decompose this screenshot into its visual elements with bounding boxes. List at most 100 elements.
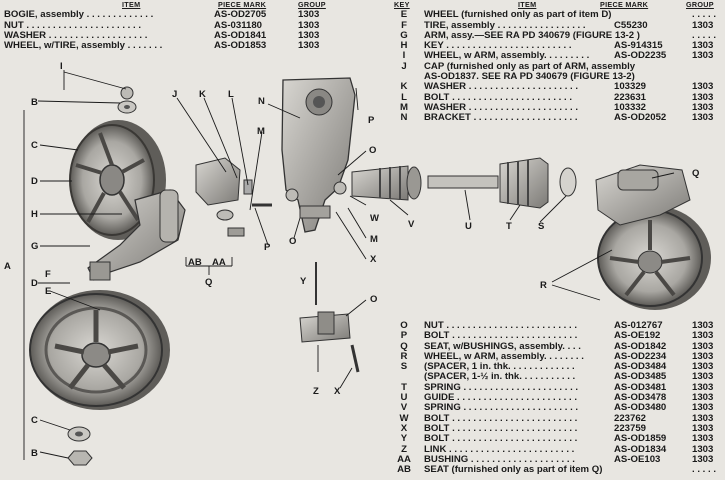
cell-piece-mark: AS-OD3478 — [614, 392, 667, 404]
table-row: W BOLT . . . . . . . . . . . . . . . . . … — [392, 412, 725, 424]
cell-piece-mark: 103332 — [614, 101, 647, 113]
cell-piece-mark: AS-OD2052 — [614, 112, 667, 124]
table-row: BOGIE, assembly . . . . . . . . . . . . … — [4, 9, 334, 21]
cell-piece-mark: AS-OE103 — [614, 453, 661, 465]
cell-item: SPRING . . . . . . . . . . . . . . . . .… — [424, 403, 579, 414]
cell-key: F — [401, 20, 407, 31]
cell-group: 1303 — [692, 50, 714, 62]
callout-Z: Z — [313, 386, 319, 397]
cell-group: 1303 — [692, 443, 714, 455]
cap-and-bolts — [195, 157, 272, 237]
cell-key: U — [400, 393, 408, 404]
cell-key: J — [401, 61, 407, 72]
cell-key: S — [400, 362, 408, 373]
callout-G: G — [31, 241, 38, 252]
cell-piece-mark: 223759 — [614, 422, 647, 434]
cell-item: WHEEL, w/TIRE, assembly . . . . . . . — [4, 41, 163, 52]
callout-O-lower: O — [370, 294, 377, 305]
callout-W: W — [370, 213, 379, 224]
cell-item: BOLT . . . . . . . . . . . . . . . . . .… — [424, 92, 573, 103]
callout-P: P — [264, 242, 271, 253]
callout-B-lower: B — [31, 448, 38, 459]
cell-key: K — [400, 82, 408, 93]
callout-AB: AB — [188, 257, 202, 268]
callout-M: M — [257, 126, 265, 137]
cell-key: V — [400, 403, 408, 414]
cell-key: R — [400, 351, 408, 362]
table-row: L BOLT . . . . . . . . . . . . . . . . . … — [392, 92, 725, 103]
callout-F: F — [45, 269, 51, 280]
cell-group: 1303 — [298, 9, 320, 21]
callout-O: O — [369, 145, 376, 156]
cell-item: SEAT (furnished only as part of item Q) — [424, 465, 603, 476]
cell-key: W — [399, 413, 409, 424]
header-group: GROUP — [298, 0, 326, 9]
callout-O-left: O — [289, 236, 296, 247]
callout-Y: Y — [300, 276, 307, 287]
cell-piece-mark: AS-OD2234 — [614, 350, 667, 362]
cell-item: BOLT . . . . . . . . . . . . . . . . . .… — [424, 434, 578, 445]
cell-piece-mark: AS-OD3485 — [614, 371, 667, 383]
callout-J: J — [172, 89, 177, 100]
cell-group: 1303 — [692, 412, 714, 424]
callout-T: T — [506, 221, 512, 232]
callout-L: L — [228, 89, 234, 100]
cell-key: M — [400, 102, 408, 113]
bottom-washers — [67, 426, 93, 466]
cell-item: WHEEL, w ARM, assembly. . . . . . . . — [424, 351, 584, 362]
header-group: GROUP — [686, 0, 714, 9]
cell-group: 1303 — [692, 40, 714, 52]
cell-item: SPRING . . . . . . . . . . . . . . . . .… — [424, 382, 579, 393]
cell-group: 1303 — [692, 330, 714, 342]
cell-key: AA — [397, 454, 411, 465]
cell-piece-mark: AS-031180 — [214, 19, 263, 31]
cell-group: . . . . . — [692, 9, 716, 21]
cell-piece-mark: AS-OD1841 — [214, 29, 267, 41]
cell-item: BOLT . . . . . . . . . . . . . . . . . .… — [424, 413, 578, 424]
callout-U: U — [465, 221, 472, 232]
cell-group: 1303 — [692, 112, 714, 124]
cell-piece-mark: AS-OD1842 — [614, 340, 667, 352]
cell-group: 1303 — [692, 361, 714, 373]
table-row: AS-OD1837. SEE RA PD 340679 (FIGURE 13-2… — [392, 72, 725, 82]
cell-piece-mark: AS-OD1853 — [214, 40, 267, 52]
cell-piece-mark: C55230 — [614, 19, 648, 31]
exploded-view-diagram: I B C D H G A F D E C B J K L N M P P O … — [4, 61, 711, 466]
cell-piece-mark: AS-012767 — [614, 320, 663, 331]
cell-group: 1303 — [692, 392, 714, 404]
callout-A: A — [4, 261, 11, 272]
cell-item: SEAT, w/BUSHINGS, assembly. . . . — [424, 341, 581, 352]
cell-piece-mark: AS-OD2705 — [214, 9, 267, 21]
cell-item: WHEEL (furnished only as part of item D) — [424, 10, 612, 21]
table-row: NUT . . . . . . . . . . . . . . . . . . … — [4, 19, 334, 31]
cell-key: Q — [400, 341, 408, 352]
cell-item: (SPACER, 1-½ in. thk. . . . . . . . . . … — [424, 372, 576, 383]
cell-key: Z — [401, 444, 407, 455]
table-header: ITEM PIECE MARK GROUP — [4, 0, 334, 10]
cell-key: L — [401, 92, 407, 103]
cell-group: 1303 — [692, 433, 714, 445]
header-piece-mark: PIECE MARK — [218, 0, 267, 9]
callout-C-lower: C — [31, 415, 38, 426]
cell-group: 1303 — [692, 340, 714, 352]
cell-piece-mark: AS-OD1834 — [614, 443, 667, 455]
cell-key: X — [400, 423, 408, 434]
cell-group: 1303 — [692, 422, 714, 434]
cell-piece-mark: AS-914315 — [614, 40, 663, 52]
cell-item: WHEEL, w ARM, assembly. . . . . . . . . — [424, 51, 590, 62]
header-piece-mark: PIECE MARK — [600, 0, 649, 9]
cell-item: AS-OD1837. SEE RA PD 340679 (FIGURE 13-2… — [424, 72, 635, 83]
